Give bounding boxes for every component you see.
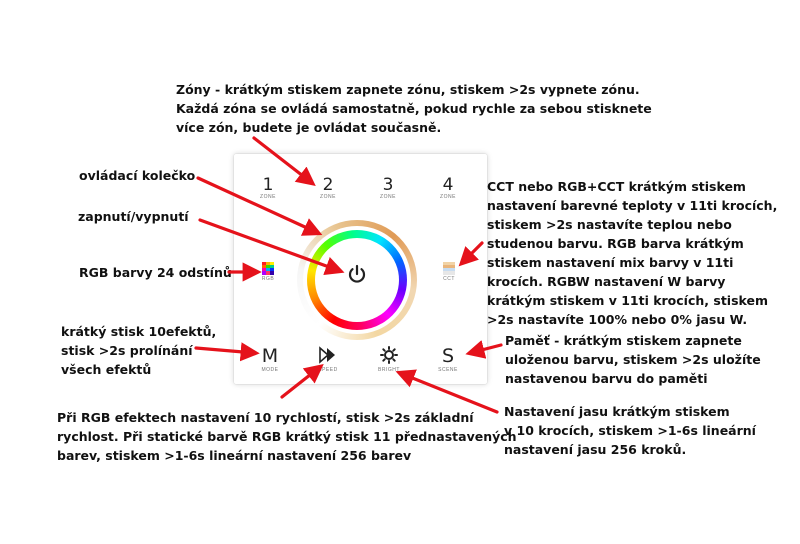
arrow-power [198,218,345,276]
mode-button[interactable]: M MODE [248,346,292,373]
rgb-palette-icon [262,262,274,275]
cct-palette-icon [443,262,455,275]
scene-glyph: S [441,345,455,367]
cct-label: CCT [443,276,455,282]
speed-button[interactable]: SPEED [306,346,350,373]
zones-note: Zóny - krátkým stiskem zapnete zónu, sti… [176,82,652,135]
zone-number: 3 [382,175,394,195]
zone-number: 4 [442,175,454,195]
arrow-bright [395,369,499,414]
zone-4-button[interactable]: 4 ZONE [428,176,468,200]
zone-label: ZONE [380,194,396,200]
scene-button[interactable]: S SCENE [426,346,470,373]
zone-number: 1 [262,175,274,195]
scene-label: SCENE [438,367,458,373]
power-button[interactable] [345,262,369,286]
zone-number: 2 [322,175,334,195]
zone-2-button[interactable]: 2 ZONE [308,176,348,200]
rgb-label: RGB [261,276,275,282]
arrow-zones [252,136,316,186]
mode-label: MODE [261,367,279,373]
rgb-note: RGB barvy 24 odstínů [79,265,232,280]
mode-glyph: M [261,345,279,367]
arrow-scene [465,340,503,359]
cct-button[interactable]: CCT [427,262,471,282]
power-note: zapnutí/vypnutí [78,209,189,224]
power-icon [348,264,366,283]
fast-forward-icon [319,346,335,364]
sun-brightness-icon [380,346,398,364]
zone-3-button[interactable]: 3 ZONE [368,176,408,200]
rgb-button[interactable]: RGB [246,262,290,282]
brightness-label: BRIGHT [378,367,400,373]
arrow-speed [280,364,324,399]
wheel-note: ovládací kolečko [79,168,196,183]
arrow-mode [194,342,260,362]
zone-label: ZONE [260,194,276,200]
arrow-wheel [196,176,323,236]
cct-note: CCT nebo RGB+CCT krátkým stiskem nastave… [487,179,778,327]
speed-note: Při RGB efektech nastavení 10 rychlostí,… [57,410,517,463]
arrow-cct [458,241,484,267]
brightness-button[interactable]: BRIGHT [367,346,411,373]
color-wheel[interactable] [307,230,407,330]
bright-note: Nastavení jasu krátkým stiskem v 10 kroc… [504,404,756,457]
speed-label: SPEED [318,367,338,373]
scene-note: Paměť - krátkým stiskem zapnete uloženou… [505,333,761,386]
zone-label: ZONE [320,194,336,200]
mode-note: krátký stisk 10efektů, stisk >2s prolíná… [61,324,217,377]
zone-label: ZONE [440,194,456,200]
zone-1-button[interactable]: 1 ZONE [248,176,288,200]
